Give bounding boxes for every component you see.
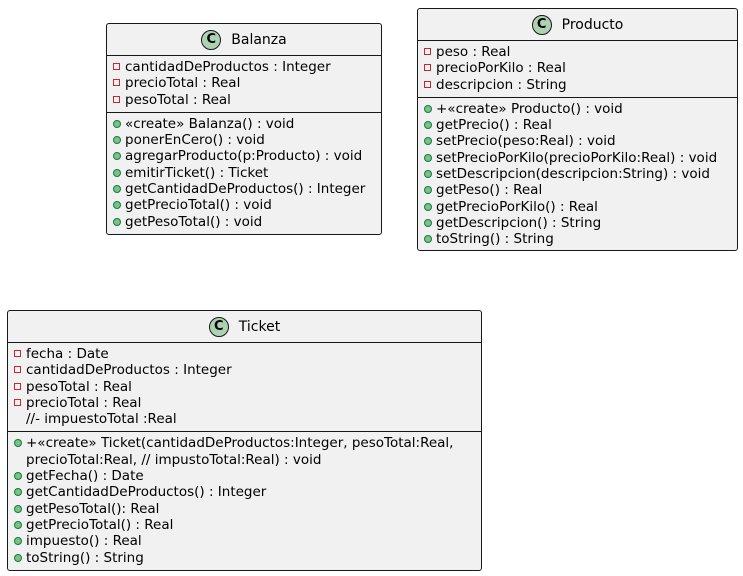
method: +«create» Producto() : void [418,101,737,117]
private-visibility-icon [113,95,120,103]
public-visibility-icon [424,218,432,227]
class-name: Ticket [238,318,281,335]
attribute: pesoTotal : Real [8,379,481,395]
attribute: descripcion : String [418,77,737,93]
method: agregarProducto(p:Producto) : void [107,148,381,164]
attribute: precioPorKilo : Real [418,60,737,76]
public-visibility-icon [14,472,22,481]
attribute-comment: //- impuestoTotal :Real [26,411,177,428]
method: +«create» Ticket(cantidadDeProductos:Int… [8,435,481,451]
attribute: fecha : Date [8,346,481,362]
class-c-icon: C [201,29,222,50]
attributes-section: cantidadDeProductos : Integer precioTota… [107,56,381,112]
private-visibility-icon [424,80,431,88]
methods-section: +«create» Producto() : void getPrecio() … [418,98,737,252]
class-name: Balanza [231,31,287,48]
class-producto: C Producto peso : Real precioPorKilo : R… [417,8,738,251]
class-c-icon: C [208,316,229,337]
method: getPesoTotal() : void [107,214,381,230]
class-header: C Balanza [107,24,381,55]
method: setPrecioPorKilo(precioPorKilo:Real) : v… [418,150,737,166]
public-visibility-icon [14,520,22,529]
public-visibility-icon [14,504,22,513]
public-visibility-icon [113,201,121,210]
divider [107,55,381,56]
method: emitirTicket() : Ticket [107,165,381,181]
attributes-section: peso : Real precioPorKilo : Real descrip… [418,41,737,97]
method: getPrecio() : Real [418,117,737,133]
method: getCantidadDeProductos() : Integer [8,484,481,500]
method: setDescripcion(descripcion:String) : voi… [418,166,737,182]
private-visibility-icon [14,350,21,357]
public-visibility-icon [113,136,121,145]
method: getPrecioPorKilo() : Real [418,199,737,215]
private-visibility-icon [113,63,120,70]
class-header: C Ticket [8,311,481,342]
public-visibility-icon [424,235,432,244]
private-visibility-icon [14,382,21,390]
method: getFecha() : Date [8,468,481,484]
divider [8,431,481,433]
attribute: pesoTotal : Real [107,92,381,108]
method-continuation: precioTotal:Real, // impustoTotal:Real) … [26,451,322,468]
method: «create» Balanza() : void [107,116,381,132]
public-visibility-icon [113,119,121,128]
private-visibility-icon [14,366,21,374]
methods-section: +«create» Ticket(cantidadDeProductos:Int… [8,432,481,569]
methods-section: «create» Balanza() : void ponerEnCero() … [107,113,381,234]
class-balanza: C Balanza cantidadDeProductos : Integer … [106,23,382,235]
method: setPrecio(peso:Real) : void [418,133,737,149]
private-visibility-icon [14,398,21,406]
public-visibility-icon [424,104,432,113]
method: getPrecioTotal() : Real [8,517,481,533]
public-visibility-icon [113,168,121,177]
public-visibility-icon [113,152,121,161]
divider [107,111,381,113]
attribute: precioTotal : Real [8,395,481,411]
public-visibility-icon [113,185,121,194]
class-name: Producto [561,16,624,33]
method: toString() : String [418,231,737,247]
public-visibility-icon [14,439,22,448]
class-header: C Producto [418,9,737,40]
private-visibility-icon [424,48,431,55]
public-visibility-icon [424,202,432,211]
public-visibility-icon [14,537,22,546]
private-visibility-icon [424,64,431,72]
public-visibility-icon [424,186,432,195]
method: impuesto() : Real [8,533,481,549]
public-visibility-icon [113,217,121,226]
method: toString() : String [8,550,481,566]
public-visibility-icon [14,488,22,497]
method: getPesoTotal(): Real [8,501,481,517]
method: getCantidadDeProductos() : Integer [107,181,381,197]
public-visibility-icon [424,170,432,179]
public-visibility-icon [14,553,22,562]
method: getDescripcion() : String [418,215,737,231]
attributes-section: fecha : Date cantidadDeProductos : Integ… [8,343,481,431]
attribute: peso : Real [418,44,737,60]
public-visibility-icon [424,137,432,146]
divider [418,40,737,41]
attribute: precioTotal : Real [107,75,381,91]
class-ticket: C Ticket fecha : Date cantidadDeProducto… [7,310,482,571]
attribute: cantidadDeProductos : Integer [107,59,381,75]
method: ponerEnCero() : void [107,132,381,148]
method: getPrecioTotal() : void [107,197,381,213]
attribute: cantidadDeProductos : Integer [8,362,481,378]
divider [8,342,481,343]
class-c-icon: C [531,14,552,35]
public-visibility-icon [424,121,432,130]
public-visibility-icon [424,153,432,162]
method: getPeso() : Real [418,182,737,198]
private-visibility-icon [113,79,120,87]
divider [418,96,737,98]
